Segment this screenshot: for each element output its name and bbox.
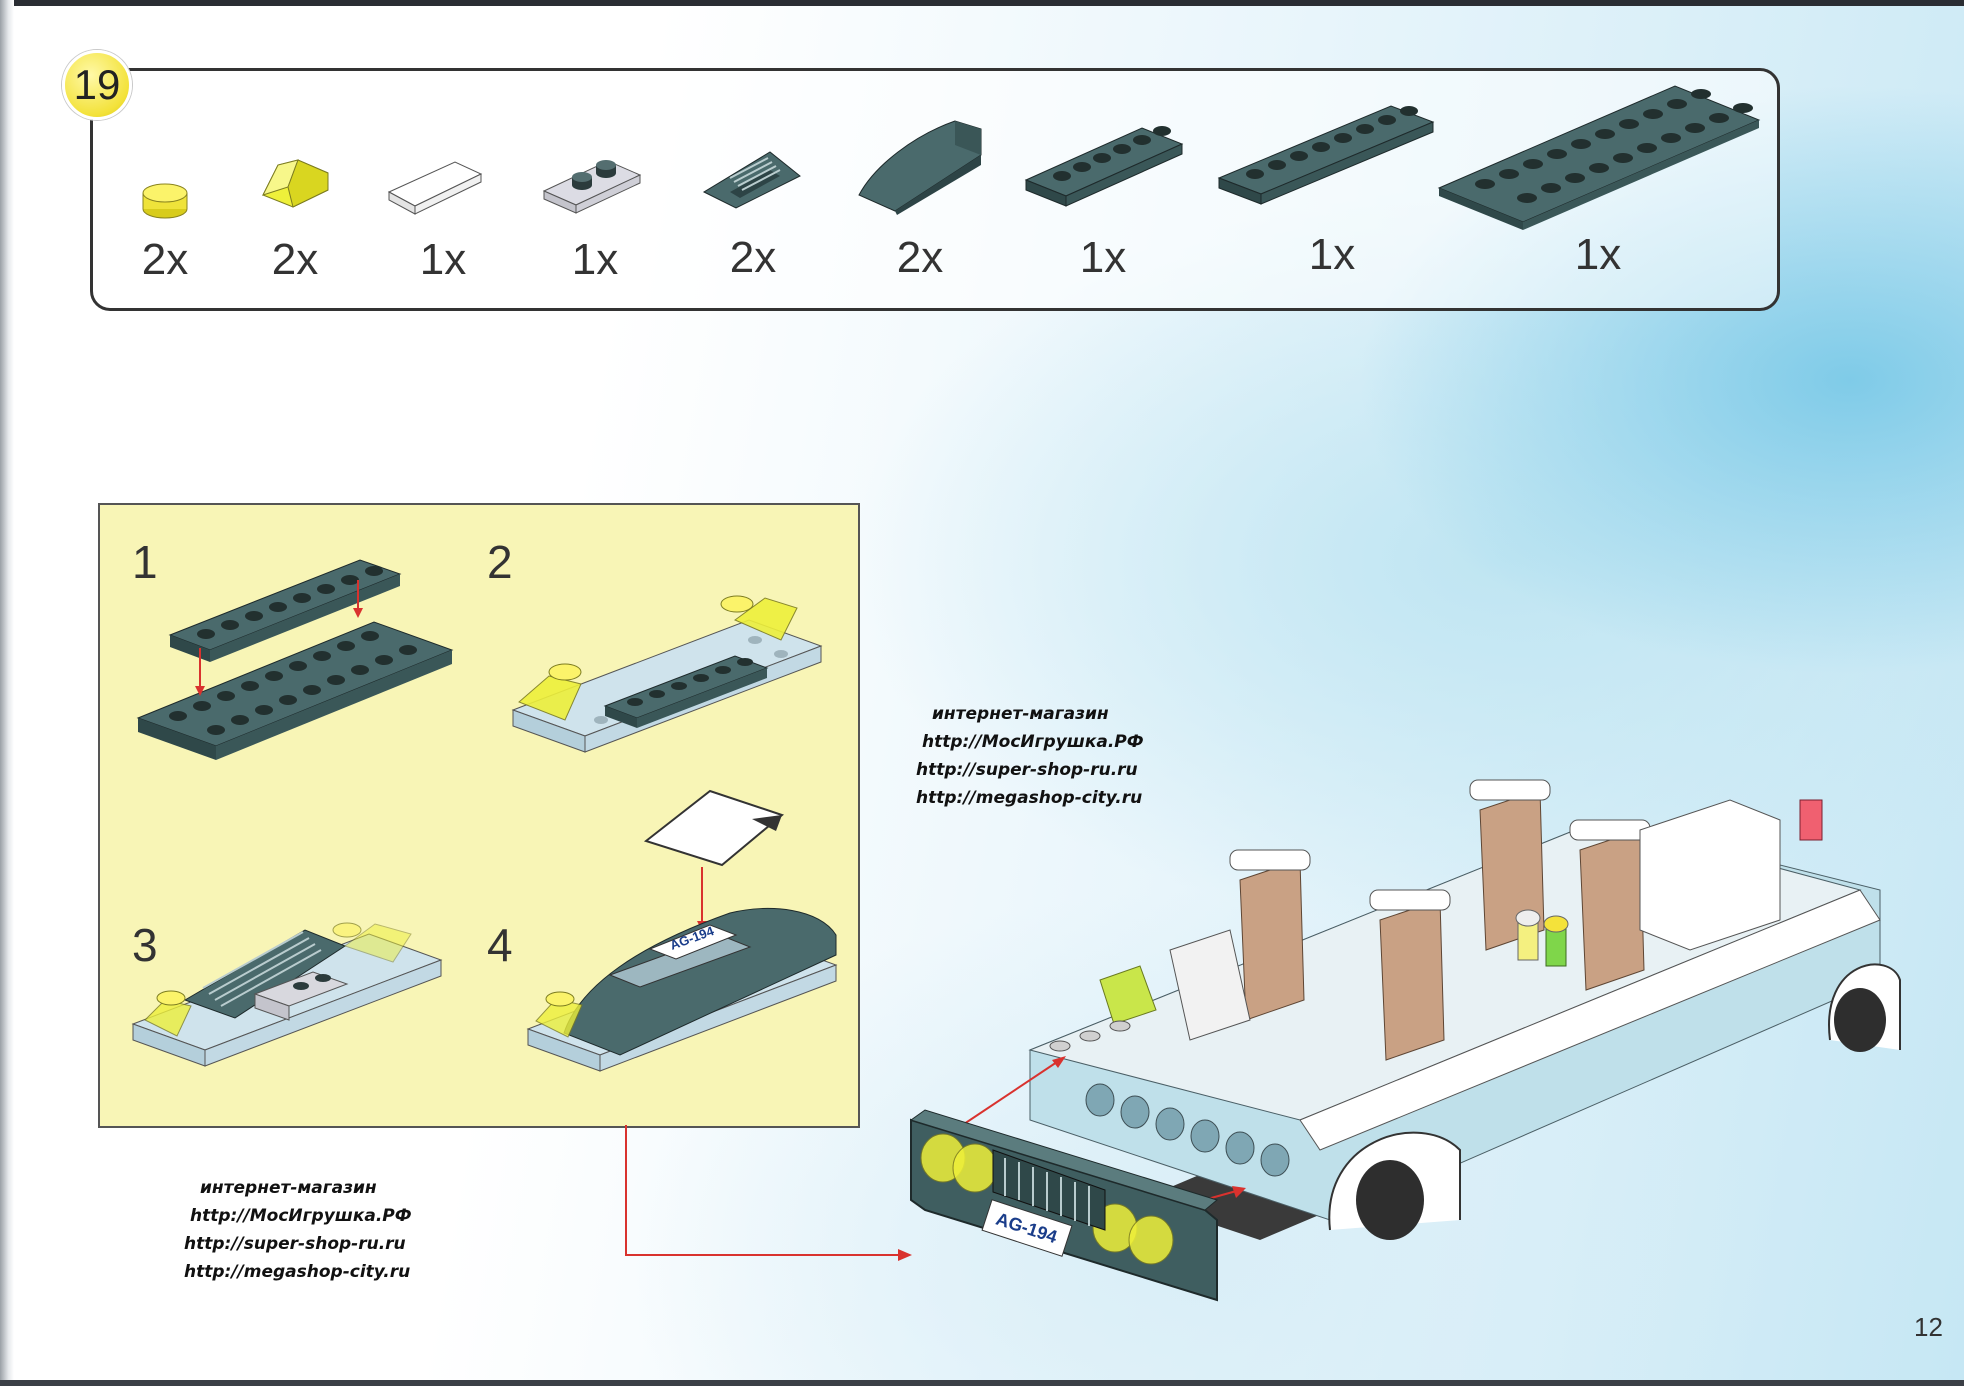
watermark-line: интернет-магазин [932,704,1109,724]
watermark-line: http://МосИгрушка.РФ [190,1206,412,1226]
step-number-badge: 19 [62,50,132,120]
part-qty: 1x [419,235,467,284]
part-qty: 2x [729,233,777,282]
watermark-line: http://megashop-city.ru [184,1262,411,1282]
part-icon-plate-1x8 [1217,105,1435,205]
part-icon-white-tile [387,161,483,215]
attach-arrow [625,1125,912,1261]
part-qty: 1x [1079,233,1127,282]
shop-watermark: интернет-магазин http://МосИгрушка.РФ ht… [916,700,1144,812]
substep-number: 3 [132,919,158,971]
part-qty: 1x [571,235,619,284]
part-icon-curved-slope [858,120,982,215]
scan-left-edge [0,0,14,1386]
front-grille-assembly: AG-194 [909,1109,1219,1302]
scan-top-edge [0,0,1964,6]
part-icon-grille-slope [702,151,801,209]
part-icon-trans-slope [262,159,329,208]
part-icon-round-plate [142,183,188,219]
watermark-line: интернет-магазин [200,1178,377,1198]
scan-bottom-edge [0,1380,1964,1386]
substep-4-illustration: AG-194 [526,789,838,1072]
part-qty: 2x [141,235,189,284]
part-qty: 1x [1308,230,1356,279]
substep-number: 4 [487,919,513,971]
part-qty: 1x [1574,230,1622,279]
part-qty: 2x [271,235,319,284]
substep-number: 1 [132,536,158,588]
substep-1-illustration [136,559,454,760]
substep-3-illustration [131,922,443,1067]
watermark-line: http://super-shop-ru.ru [184,1234,406,1254]
car-model-illustration [939,779,1901,1241]
watermark-line: http://МосИгрушка.РФ [922,732,1144,752]
shop-watermark: интернет-магазин http://МосИгрушка.РФ ht… [184,1174,412,1286]
part-icon-plate-2x10 [1437,85,1761,230]
part-qty: 2x [896,233,944,282]
substep-2-illustration [511,595,823,753]
watermark-line: http://megashop-city.ru [916,788,1143,808]
page-number: 12 [1914,1312,1943,1342]
watermark-line: http://super-shop-ru.ru [916,760,1138,780]
substep-number: 2 [487,536,513,588]
part-icon-gray-plate [542,160,642,214]
part-icon-plate-1x6 [1024,126,1184,207]
